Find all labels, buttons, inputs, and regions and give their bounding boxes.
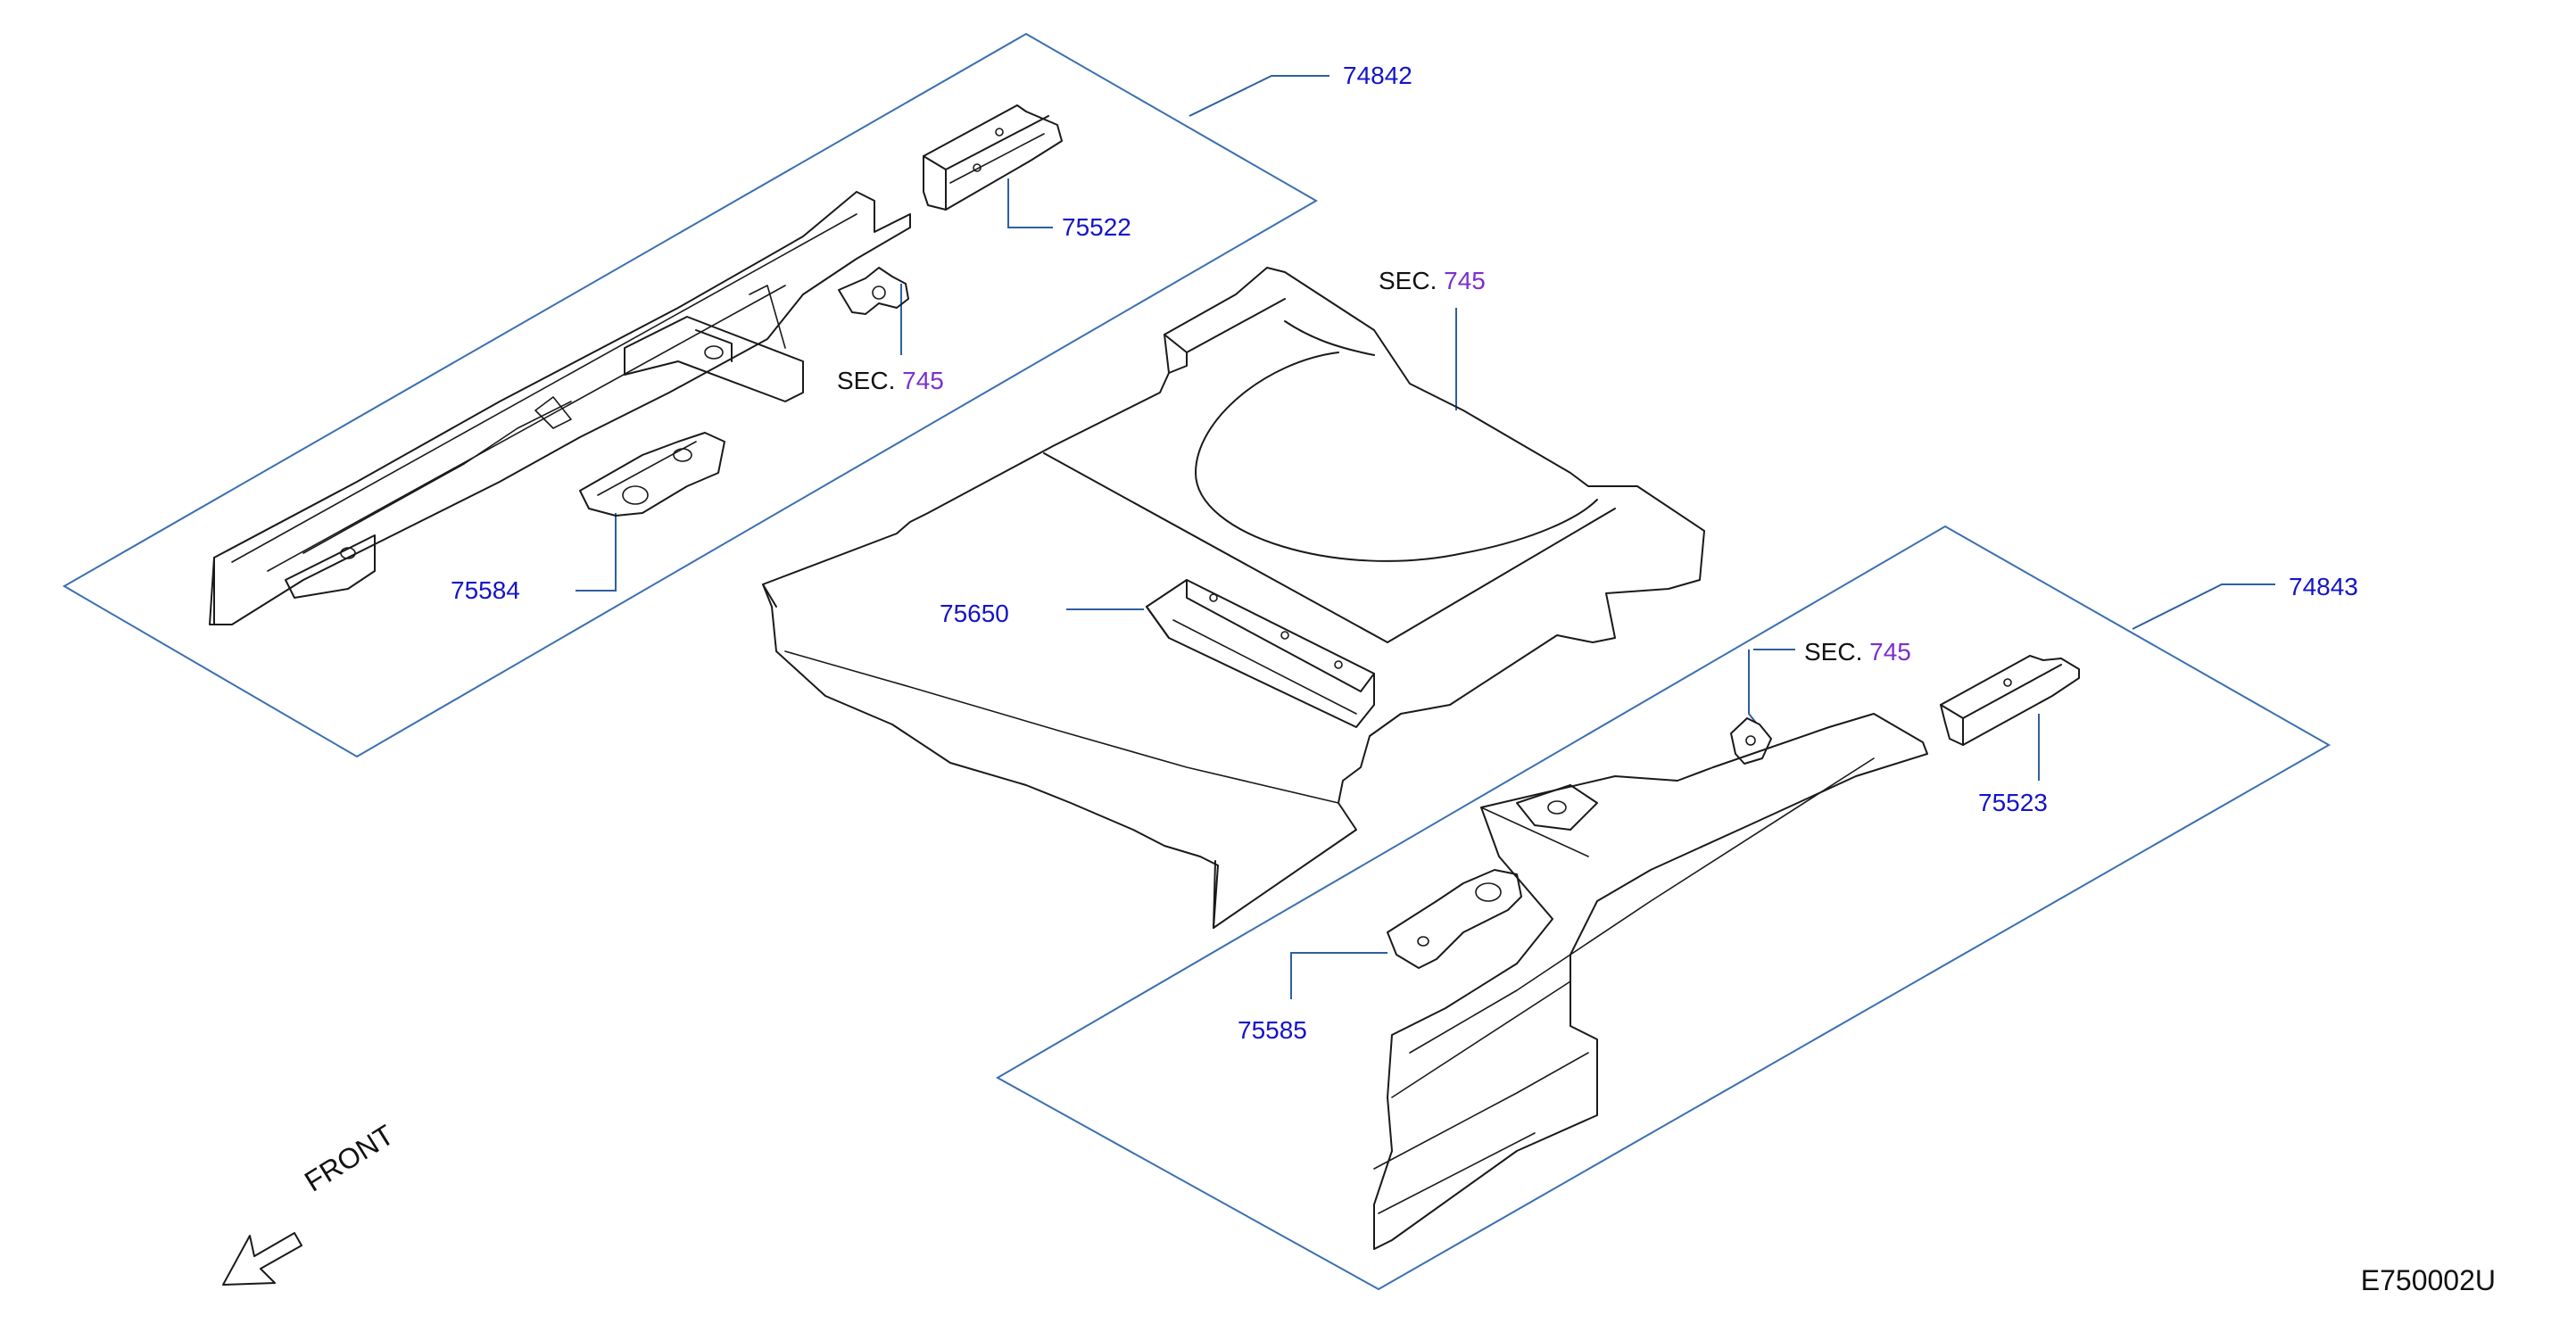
mount-75585[interactable] [1387, 869, 1522, 969]
floor-panel-75650[interactable] [762, 267, 1705, 929]
section-ref-upper-left[interactable]: SEC. 745 [837, 368, 944, 394]
part-number-74843[interactable]: 74843 [2289, 573, 2358, 600]
floor-rail-75650[interactable] [1146, 579, 1375, 728]
section-ref-word: SEC. [837, 367, 896, 394]
part-number-75584[interactable]: 75584 [451, 576, 520, 604]
part-number-75585[interactable]: 75585 [1238, 1016, 1307, 1044]
section-ref-number: 745 [902, 367, 944, 394]
section-ref-word: SEC. [1379, 267, 1437, 294]
front-arrow-icon [222, 1232, 302, 1286]
bracket-small-sec745-lower[interactable] [1730, 717, 1772, 765]
mount-75584[interactable] [579, 432, 725, 517]
side-member-right[interactable] [1373, 713, 1928, 1250]
leader-lines [576, 75, 2275, 999]
group-box-74843 [995, 525, 2332, 1291]
drawing-code: E750002U [2360, 1264, 2496, 1296]
part-number-75522[interactable]: 75522 [1062, 213, 1131, 241]
section-ref-number: 745 [1869, 638, 1911, 666]
bracket-75522[interactable] [923, 104, 1063, 211]
part-number-75650[interactable]: 75650 [940, 600, 1009, 627]
bracket-small-sec745-upper[interactable] [838, 267, 909, 315]
bracket-75523[interactable] [1940, 655, 2080, 746]
part-number-74842[interactable]: 74842 [1343, 62, 1412, 89]
section-ref-top-center[interactable]: SEC. 745 [1379, 268, 1486, 294]
part-number-75523[interactable]: 75523 [1978, 789, 2048, 816]
section-ref-right[interactable]: SEC. 745 [1804, 639, 1911, 666]
section-ref-word: SEC. [1804, 638, 1863, 666]
side-member-left[interactable] [209, 191, 911, 625]
group-box-74842 [62, 32, 1318, 758]
section-ref-number: 745 [1444, 267, 1486, 294]
